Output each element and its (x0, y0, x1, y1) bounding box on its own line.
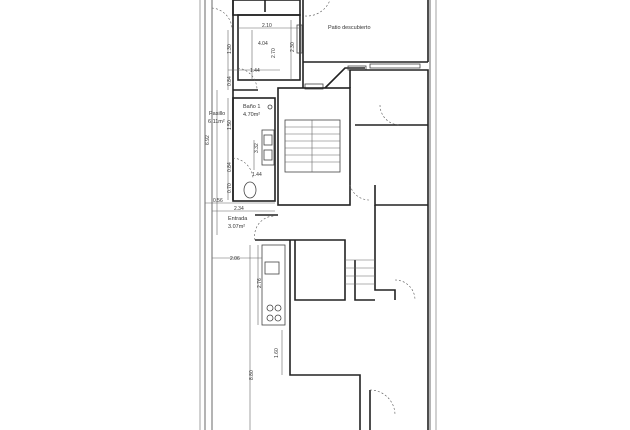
dimension-label: 0.56 (213, 198, 223, 204)
dimension-label: 2.70 (271, 48, 277, 58)
room-label-pasillo: Pasillo (209, 111, 225, 117)
room-area-pasillo: 6.11m² (208, 119, 225, 125)
dimension-label: 8.80 (249, 370, 255, 380)
top-rooms (211, 0, 331, 91)
room-area-label: 4.04 (258, 41, 268, 47)
dimension-label: 1.50 (227, 120, 233, 130)
dimension-label: 1.30 (227, 44, 233, 54)
dimension-label: 0.70 (227, 183, 233, 193)
bathroom (232, 97, 276, 202)
dimension-label: 6.92 (205, 135, 211, 145)
room-label-entrada: Entrada (228, 216, 248, 222)
dimension-label: 2.30 (290, 42, 296, 52)
dimension-label: 1.60 (274, 348, 280, 358)
entrance-kitchen (254, 214, 295, 330)
dimension-label: 0.84 (227, 162, 233, 172)
dimension-label: 2.06 (230, 256, 240, 262)
dimension-label: 1.44 (252, 172, 262, 178)
dimension-label: 2.34 (234, 206, 244, 212)
room-area-entrada: 3.07m² (228, 224, 245, 230)
dimension-label: 3.32 (254, 143, 260, 153)
right-rooms (289, 69, 429, 430)
patio-edges (304, 63, 421, 90)
room-area-bano: 4.70m² (243, 112, 260, 118)
dimension-label: 2.76 (257, 278, 263, 288)
room-label-bano: Baño 1 (243, 104, 260, 110)
dimension-lines (205, 20, 300, 430)
dimension-label: 2.10 (262, 23, 272, 29)
staircase (277, 87, 351, 206)
dimension-label: 0.84 (227, 76, 233, 86)
room-label-patio: Patio descubierto (328, 25, 371, 31)
dimension-label: 1.44 (250, 68, 260, 74)
outer-walls (199, 0, 437, 430)
